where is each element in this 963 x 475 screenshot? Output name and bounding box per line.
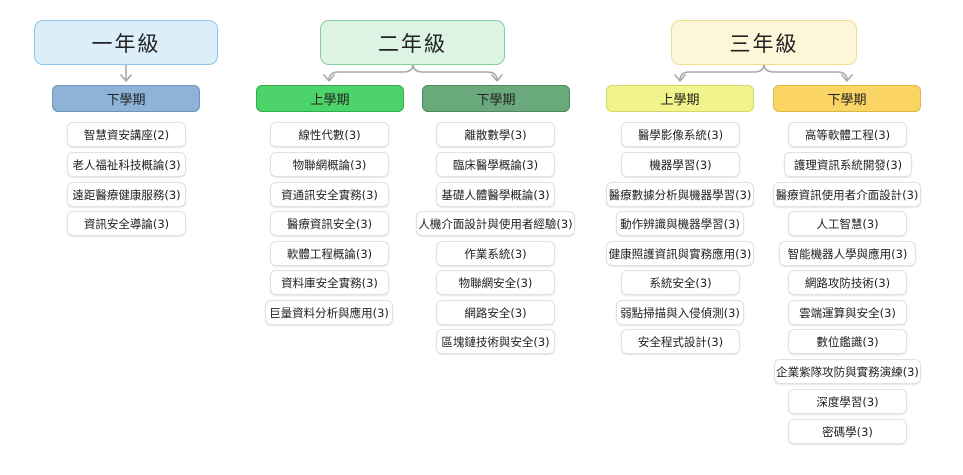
course-item: 網路攻防技術(3) [788,270,907,295]
course-item: 離散數學(3) [436,122,555,147]
course-item: 人工智慧(3) [788,211,907,236]
course-item: 醫學影像系統(3) [621,122,740,147]
course-item: 雲端運算與安全(3) [788,300,907,325]
course-item: 機器學習(3) [621,152,740,177]
course-item: 企業紫隊攻防與實務演練(3) [774,359,921,384]
course-item: 智能機器人學與應用(3) [779,241,916,266]
course-item: 老人福祉科技概論(3) [67,152,186,177]
course-item: 系統安全(3) [621,270,740,295]
course-item: 醫療資訊使用者介面設計(3) [773,182,921,207]
semester-y3-lower: 下學期 [773,85,921,112]
course-item: 智慧資安講座(2) [67,122,186,147]
year-label-3: 三年級 [729,31,799,56]
course-item: 高等軟體工程(3) [788,122,907,147]
course-item: 密碼學(3) [788,419,907,444]
course-item: 醫療資訊安全(3) [270,211,389,236]
course-item: 網路安全(3) [436,300,555,325]
connector-y2 [328,63,414,81]
course-item: 軟體工程概論(3) [270,241,389,266]
connector-y3 [679,63,765,81]
course-item: 安全程式設計(3) [621,329,740,354]
course-item: 數位鑑識(3) [788,329,907,354]
course-item: 巨量資料分析與應用(3) [265,300,393,325]
year-label-2: 二年級 [378,31,447,56]
year-label-1: 一年級 [91,31,161,56]
course-item: 作業系統(3) [436,241,555,266]
course-item: 物聯網安全(3) [436,270,555,295]
course-item: 醫療數據分析與機器學習(3) [606,182,754,207]
semester-label: 下學期 [106,93,146,108]
course-item: 弱點掃描與入侵偵測(3) [616,300,744,325]
semester-y3-upper: 上學期 [606,85,754,112]
course-item: 遠距醫療健康服務(3) [67,182,186,207]
year-box-1: 一年級 [34,20,218,65]
course-item: 健康照護資訊與實務應用(3) [606,241,754,266]
course-item: 資通訊安全實務(3) [270,182,389,207]
course-item: 臨床醫學概論(3) [436,152,555,177]
year-box-2: 二年級 [320,20,505,65]
semester-label: 下學期 [827,93,867,108]
course-item: 物聯網概論(3) [270,152,389,177]
course-item: 動作辨識與機器學習(3) [616,211,744,236]
course-item: 基礎人體醫學概論(3) [436,182,555,207]
semester-label: 上學期 [660,93,700,108]
semester-y1-lower: 下學期 [52,85,200,112]
course-item: 資訊安全導論(3) [67,211,186,236]
semester-y2-upper: 上學期 [256,85,404,112]
semester-label: 上學期 [310,93,350,108]
course-item: 深度學習(3) [788,389,907,414]
course-item: 資料庫安全實務(3) [270,270,389,295]
course-item: 區塊鏈技術與安全(3) [436,329,555,354]
course-item: 線性代數(3) [270,122,389,147]
year-box-3: 三年級 [671,20,857,65]
course-item: 人機介面設計與使用者經驗(3) [416,211,575,236]
course-item: 護理資訊系統開發(3) [784,152,912,177]
semester-label: 下學期 [476,93,516,108]
semester-y2-lower: 下學期 [422,85,570,112]
